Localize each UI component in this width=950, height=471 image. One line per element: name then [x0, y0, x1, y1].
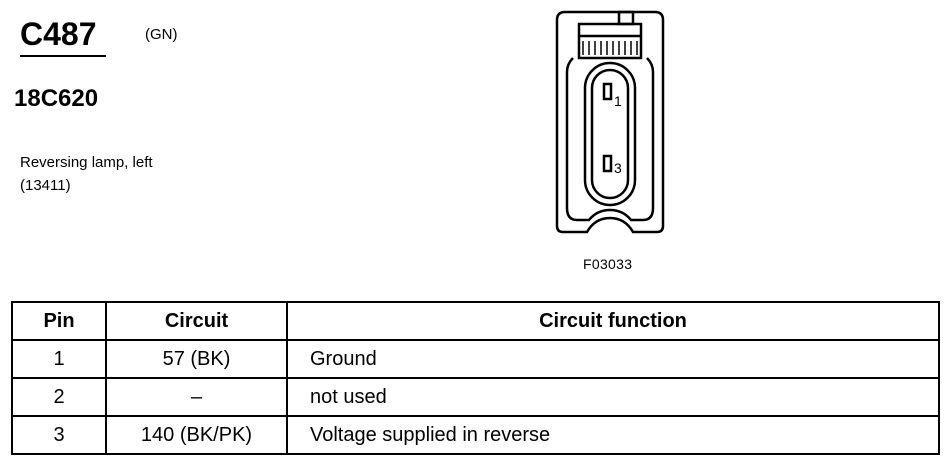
header-pin: Pin [11, 301, 107, 341]
terminal-1 [602, 82, 613, 101]
terminal-3 [602, 154, 613, 173]
pin-cell: 1 [11, 339, 107, 379]
header-circuit-function: Circuit function [286, 301, 940, 341]
connector-face-diagram: 1 3 [555, 10, 665, 234]
connector-id: C487 [20, 16, 97, 52]
connector-id-underline [20, 55, 106, 57]
locking-tab [577, 22, 643, 60]
latch [617, 10, 635, 26]
pin-cavity-inner [590, 68, 630, 200]
function-cell: Voltage supplied in reverse [286, 415, 940, 455]
pin-cell: 2 [11, 377, 107, 417]
circuit-cell: 140 (BK/PK) [105, 415, 288, 455]
function-cell: not used [286, 377, 940, 417]
connector-housing-inner [565, 57, 655, 222]
pin-cell: 3 [11, 415, 107, 455]
color-code: (GN) [145, 26, 178, 43]
table-row: 2 – not used [11, 377, 940, 417]
pin-cavity-outer [583, 61, 637, 207]
circuit-cell: 57 (BK) [105, 339, 288, 379]
header-circuit: Circuit [105, 301, 288, 341]
component-description: Reversing lamp, left [20, 154, 153, 171]
table-header-row: Pin Circuit Circuit function [11, 301, 940, 341]
pin-label-3: 3 [614, 160, 622, 176]
connector-housing-outer [555, 10, 665, 234]
function-cell: Ground [286, 339, 940, 379]
part-number: 18C620 [14, 85, 99, 112]
table-row: 3 140 (BK/PK) Voltage supplied in revers… [11, 415, 940, 455]
circuit-cell: – [105, 377, 288, 417]
pin-table: Pin Circuit Circuit function 1 57 (BK) G… [11, 301, 940, 455]
pin-label-1: 1 [614, 93, 622, 109]
figure-reference: F03033 [583, 256, 633, 272]
table-row: 1 57 (BK) Ground [11, 339, 940, 379]
component-reference: (13411) [20, 177, 71, 194]
